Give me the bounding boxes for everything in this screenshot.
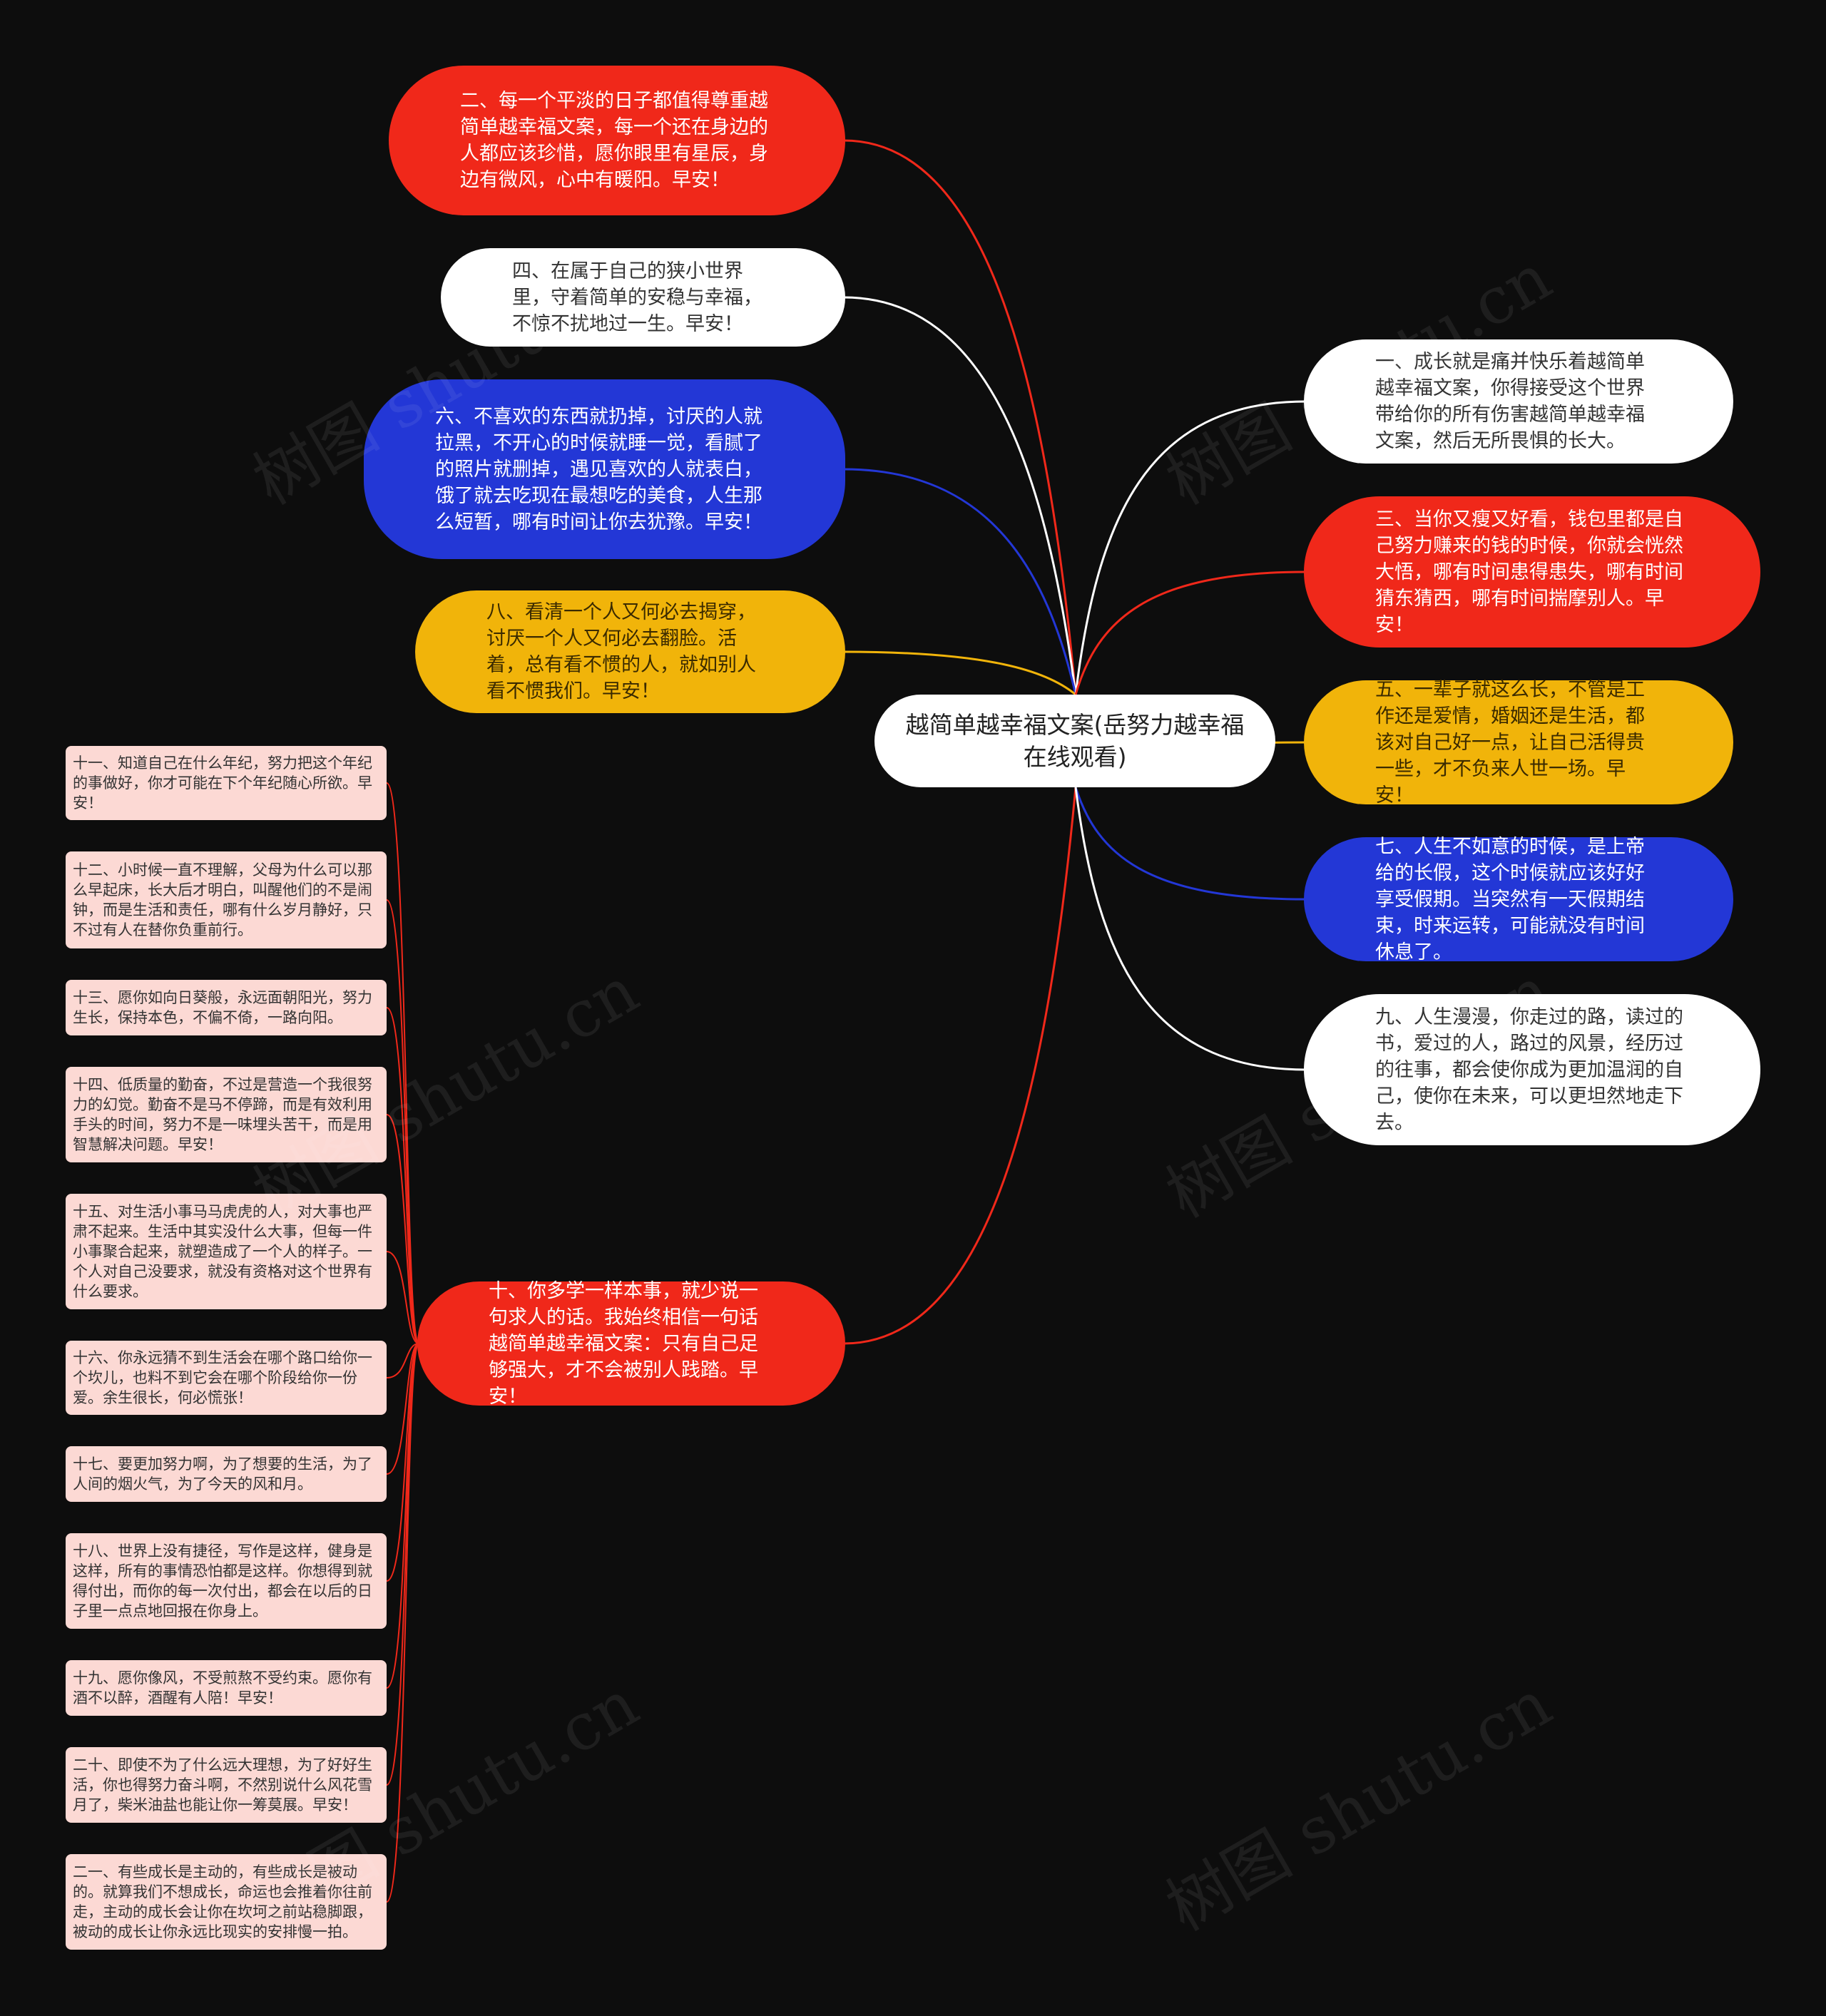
sub-card-19[interactable]: 十九、愿你像风，不受煎熬不受约束。愿你有酒不以醉，酒醒有人陪！早安！ (66, 1660, 387, 1716)
sub-card-text: 十三、愿你如向日葵般，永远面朝阳光，努力生长，保持本色，不偏不倚，一路向阳。 (73, 989, 372, 1026)
branch-text: 八、看清一个人又何必去揭穿，讨厌一个人又何必去翻脸。活着，总有看不惯的人，就如别… (486, 601, 756, 702)
sub-connector-line (386, 1114, 419, 1344)
connector-line (1074, 787, 1306, 1071)
root-topic-label: 越简单越幸福文案(岳努力越幸福在线观看) (905, 711, 1245, 771)
sub-connector-line (386, 899, 419, 1344)
branch-5[interactable]: 五、一辈子就这么长，不管是工作还是爱情，婚姻还是生活，都该对自己好一点，让自己活… (1304, 679, 1733, 807)
branch-text: 二、每一个平淡的日子都值得尊重越简单越幸福文案，每一个还在身边的人都应该珍惜，愿… (460, 90, 768, 191)
branch-1[interactable]: 一、成长就是痛并快乐着越简单越幸福文案，你得接受这个世界带给你的所有伤害越简单越… (1304, 339, 1733, 464)
branch-text: 七、人生不如意的时候，是上帝给的长假，这个时候就应该好好享受假期。当突然有一天假… (1375, 835, 1645, 963)
branch-2[interactable]: 二、每一个平淡的日子都值得尊重越简单越幸福文案，每一个还在身边的人都应该珍惜，愿… (389, 66, 845, 215)
sub-connector-line (386, 1251, 419, 1344)
connector-line (843, 296, 1077, 695)
connector-line (843, 650, 1076, 696)
sub-card-text: 十八、世界上没有捷径，写作是这样，健身是这样，所有的事情恐怕都是这样。你想得到就… (73, 1542, 372, 1620)
sub-card-text: 十一、知道自己在什么年纪，努力把这个年纪的事做好，你才可能在下个年纪随心所欲。早… (73, 754, 372, 812)
branch-4[interactable]: 四、在属于自己的狭小世界里，守着简单的安稳与幸福，不惊不扰地过一生。早安！ (441, 248, 845, 347)
branch-6[interactable]: 六、不喜欢的东西就扔掉，讨厌的人就拉黑，不开心的时候就睡一觉，看腻了的照片就删掉… (364, 379, 845, 559)
branch-text: 三、当你又瘦又好看，钱包里都是自己努力赚来的钱的时候，你就会恍然大悟，哪有时间患… (1375, 508, 1683, 636)
sub-card-20[interactable]: 二十、即使不为了什么远大理想，为了好好生活，你也得努力奋斗啊，不然别说什么风花雪… (66, 1747, 387, 1823)
sub-card-16[interactable]: 十六、你永远猜不到生活会在哪个路口给你一个坎儿，也料不到它会在哪个阶段给你一份爱… (66, 1341, 387, 1415)
branch-text: 五、一辈子就这么长，不管是工作还是爱情，婚姻还是生活，都该对自己好一点，让自己活… (1375, 678, 1645, 807)
connector-line (1074, 787, 1306, 901)
sub-connector-line (386, 1343, 419, 1378)
sub-card-text: 二十、即使不为了什么远大理想，为了好好生活，你也得努力奋斗啊，不然别说什么风花雪… (73, 1756, 372, 1813)
sub-connector-line (386, 1343, 419, 1475)
sub-card-text: 十九、愿你像风，不受煎熬不受约束。愿你有酒不以醉，酒醒有人陪！早安！ (73, 1669, 372, 1707)
sub-card-11[interactable]: 十一、知道自己在什么年纪，努力把这个年纪的事做好，你才可能在下个年纪随心所欲。早… (66, 746, 387, 820)
sub-card-text: 十二、小时候一直不理解，父母为什么可以那么早起床，长大后才明白，叫醒他们的不是闹… (73, 861, 372, 938)
branch-text: 一、成长就是痛并快乐着越简单越幸福文案，你得接受这个世界带给你的所有伤害越简单越… (1375, 351, 1645, 452)
connector-line (843, 787, 1077, 1345)
root-topic[interactable]: 越简单越幸福文案(岳努力越幸福在线观看) (874, 695, 1275, 787)
connector-line (843, 468, 1077, 695)
branch-text: 十、你多学一样本事，就少说一句求人的话。我始终相信一句话越简单越幸福文案：只有自… (489, 1279, 758, 1408)
connector-line (843, 139, 1077, 695)
sub-card-text: 十五、对生活小事马马虎虎的人，对大事也严肃不起来。生活中其实没什么大事，但每一件… (73, 1203, 372, 1300)
sub-card-15[interactable]: 十五、对生活小事马马虎虎的人，对大事也严肃不起来。生活中其实没什么大事，但每一件… (66, 1194, 387, 1309)
sub-connector-line (386, 1343, 419, 1903)
sub-connector-line (386, 1343, 419, 1582)
branch-7[interactable]: 七、人生不如意的时候，是上帝给的长假，这个时候就应该好好享受假期。当突然有一天假… (1304, 836, 1733, 963)
sub-card-21[interactable]: 二一、有些成长是主动的，有些成长是被动的。就算我们不想成长，命运也会推着你往前走… (66, 1854, 387, 1950)
sub-card-text: 十七、要更加努力啊，为了想要的生活，为了人间的烟火气，为了今天的风和月。 (73, 1455, 372, 1493)
branch-3[interactable]: 三、当你又瘦又好看，钱包里都是自己努力赚来的钱的时候，你就会恍然大悟，哪有时间患… (1304, 496, 1760, 648)
sub-card-18[interactable]: 十八、世界上没有捷径，写作是这样，健身是这样，所有的事情恐怕都是这样。你想得到就… (66, 1533, 387, 1629)
sub-card-text: 十六、你永远猜不到生活会在哪个路口给你一个坎儿，也料不到它会在哪个阶段给你一份爱… (73, 1349, 372, 1406)
branch-text: 四、在属于自己的狭小世界里，守着简单的安稳与幸福，不惊不扰地过一生。早安！ (512, 260, 762, 335)
connector-line (1074, 570, 1306, 695)
branch-9[interactable]: 九、人生漫漫，你走过的路，读过的书，爱过的人，路过的风景，经历过的往事，都会使你… (1304, 994, 1760, 1145)
sub-connector-line (386, 1007, 419, 1344)
sub-card-text: 十四、低质量的勤奋，不过是营造一个我很努力的幻觉。勤奋不是马不停蹄，而是有效利用… (73, 1076, 372, 1153)
connector-line (1074, 400, 1306, 695)
sub-card-17[interactable]: 十七、要更加努力啊，为了想要的生活，为了人间的烟火气，为了今天的风和月。 (66, 1446, 387, 1502)
sub-card-13[interactable]: 十三、愿你如向日葵般，永远面朝阳光，努力生长，保持本色，不偏不倚，一路向阳。 (66, 980, 387, 1035)
branch-8[interactable]: 八、看清一个人又何必去揭穿，讨厌一个人又何必去翻脸。活着，总有看不惯的人，就如别… (415, 590, 845, 713)
branch-text: 九、人生漫漫，你走过的路，读过的书，爱过的人，路过的风景，经历过的往事，都会使你… (1375, 1006, 1683, 1134)
branch-10[interactable]: 十、你多学一样本事，就少说一句求人的话。我始终相信一句话越简单越幸福文案：只有自… (417, 1280, 845, 1408)
sub-card-text: 二一、有些成长是主动的，有些成长是被动的。就算我们不想成长，命运也会推着你往前走… (73, 1863, 372, 1940)
sub-card-12[interactable]: 十二、小时候一直不理解，父母为什么可以那么早起床，长大后才明白，叫醒他们的不是闹… (66, 851, 387, 948)
branch-text: 六、不喜欢的东西就扔掉，讨厌的人就拉黑，不开心的时候就睡一觉，看腻了的照片就删掉… (435, 405, 762, 533)
sub-card-14[interactable]: 十四、低质量的勤奋，不过是营造一个我很努力的幻觉。勤奋不是马不停蹄，而是有效利用… (66, 1067, 387, 1162)
